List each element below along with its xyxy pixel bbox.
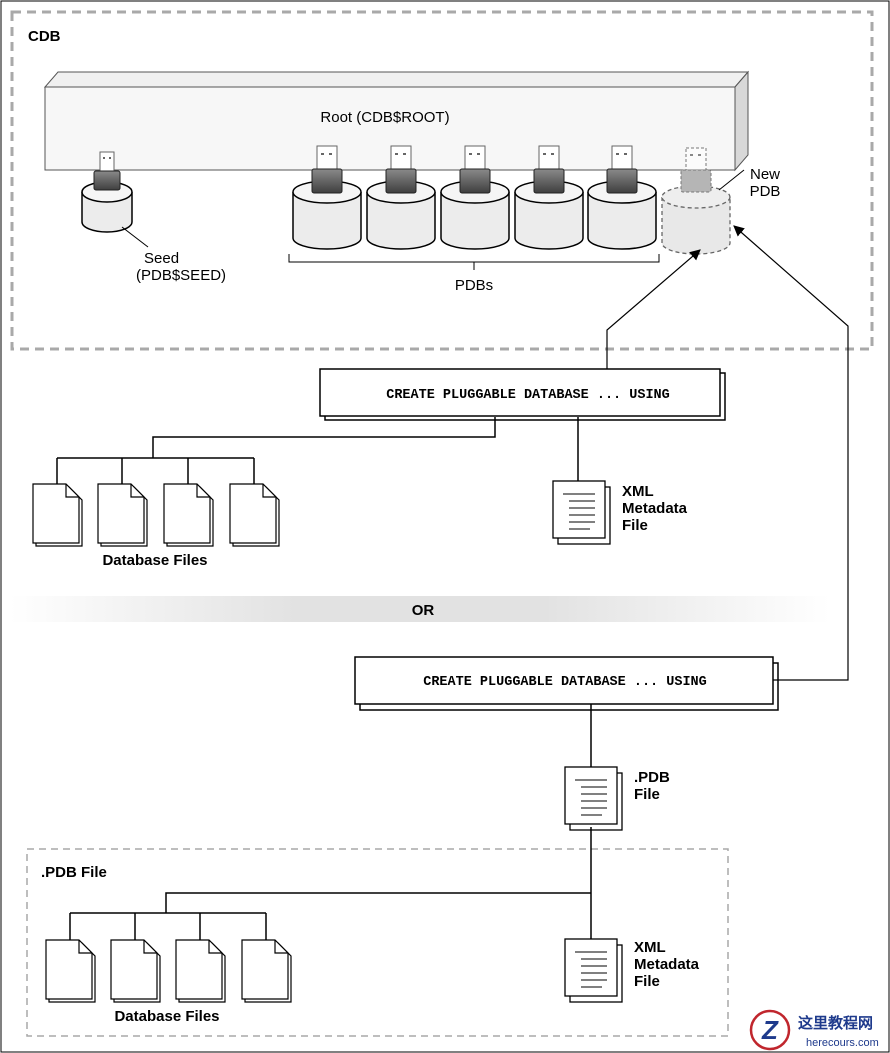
upper-database-files <box>32 483 280 547</box>
database-file-icon <box>229 483 280 547</box>
pdbs-bracket <box>288 254 660 270</box>
watermark-logo-letter: Z <box>761 1015 779 1045</box>
lower-xml-label-3: File <box>634 973 660 990</box>
upper-xml-label-2: Metadata <box>622 500 688 517</box>
or-separator-band <box>10 596 830 622</box>
upper-arrow <box>606 249 701 369</box>
watermark: Z 这里教程网 herecours.com <box>749 1009 879 1051</box>
or-separator-label: OR <box>412 602 435 619</box>
watermark-url: herecours.com <box>806 1037 879 1049</box>
pdb-cylinder <box>440 145 510 250</box>
upper-command-box <box>319 368 721 417</box>
lower-files-tree <box>69 827 592 940</box>
seed-plug <box>93 151 121 191</box>
pdb-plug <box>459 145 491 194</box>
cdb-container <box>10 10 874 351</box>
pdb-plug <box>385 145 417 194</box>
watermark-logo-ring <box>749 1009 791 1051</box>
pdb-cylinder <box>366 145 436 250</box>
upper-command-text: CREATE PLUGGABLE DATABASE ... USING <box>386 388 670 403</box>
lower-xml-label-2: Metadata <box>634 956 700 973</box>
root-label: Root (CDB$ROOT) <box>320 109 449 126</box>
pdb-file-container <box>26 848 729 1037</box>
database-file-icon <box>163 483 214 547</box>
upper-xml-file <box>552 480 611 545</box>
pdb-file-doc <box>564 766 623 831</box>
seed-pdb: Seed (PDB$SEED) <box>81 151 226 284</box>
seed-label-2: (PDB$SEED) <box>136 267 226 284</box>
pdb-plug <box>606 145 638 194</box>
lower-arrow <box>733 225 849 681</box>
pdb-cylinder <box>514 145 584 250</box>
new-pdb: New PDB <box>661 147 781 255</box>
pdb-plug <box>311 145 343 194</box>
database-file-icon <box>175 939 226 1003</box>
database-file-icon <box>45 939 96 1003</box>
pdb-file-box-title: .PDB File <box>41 864 107 881</box>
database-file-icon <box>32 483 83 547</box>
new-pdb-plug <box>680 147 712 193</box>
new-pdb-label-1: New <box>750 166 780 183</box>
pdb-cylinder <box>292 145 362 250</box>
lower-xml-file <box>564 938 623 1003</box>
database-file-icon <box>241 939 292 1003</box>
upper-database-files-label: Database Files <box>102 552 207 569</box>
database-file-icon <box>110 939 161 1003</box>
pdb-file-label-1: .PDB <box>634 769 670 786</box>
upper-xml-label-1: XML <box>622 483 654 500</box>
upper-xml-label-3: File <box>622 517 648 534</box>
pdbs-label: PDBs <box>455 277 493 294</box>
lower-database-files-label: Database Files <box>114 1008 219 1025</box>
watermark-cn-text: 这里教程网 <box>798 1014 873 1032</box>
pdb-group <box>292 145 657 250</box>
lower-database-files <box>45 939 292 1003</box>
pdb-file-label-2: File <box>634 786 660 803</box>
upper-files-tree <box>56 417 496 484</box>
pdb-plug <box>533 145 565 194</box>
lower-command-text: CREATE PLUGGABLE DATABASE ... USING <box>423 675 707 690</box>
cdb-title: CDB <box>28 28 61 45</box>
database-file-icon <box>97 483 148 547</box>
new-pdb-label-2: PDB <box>750 183 781 200</box>
pdb-cylinder <box>587 145 657 250</box>
seed-label-1: Seed <box>144 250 179 267</box>
lower-xml-label-1: XML <box>634 939 666 956</box>
